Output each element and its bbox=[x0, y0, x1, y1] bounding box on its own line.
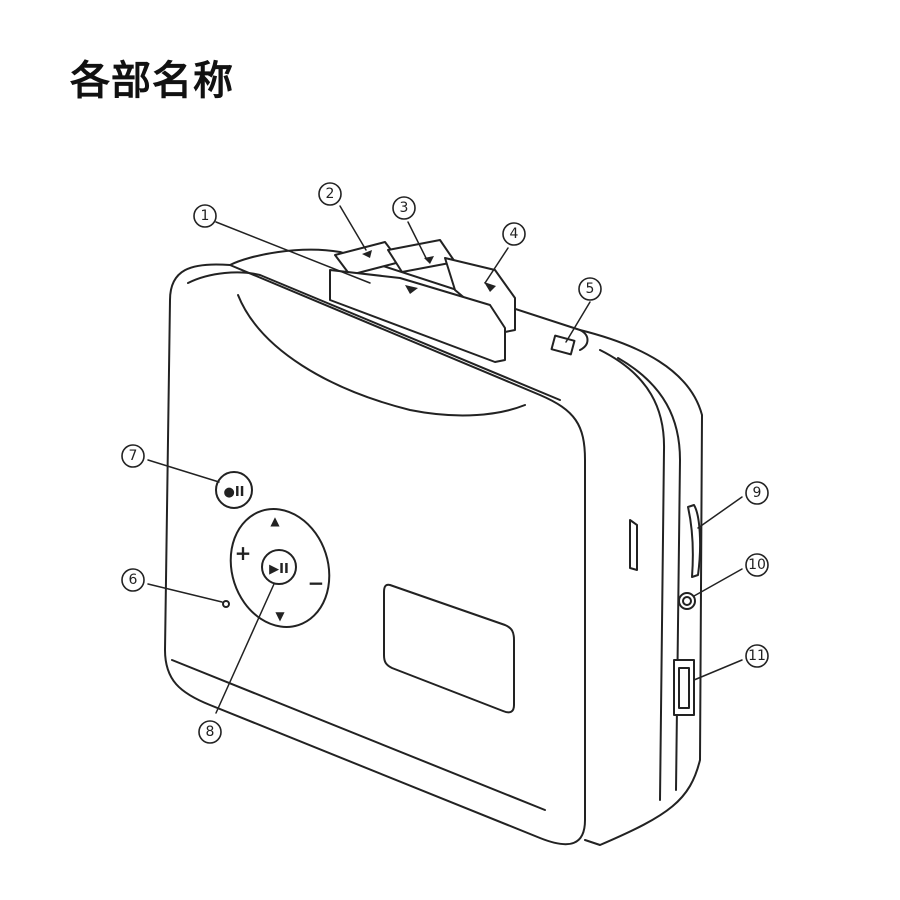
callout-circle-6 bbox=[121, 568, 145, 592]
dial-up-glyph: ▲ bbox=[270, 514, 280, 528]
body-side-groove-2 bbox=[617, 357, 681, 791]
leader-11 bbox=[693, 659, 743, 681]
side-slot-9 bbox=[687, 504, 702, 578]
body-side-panel bbox=[579, 329, 703, 846]
record-button bbox=[215, 471, 253, 509]
callout-label-5: 5 bbox=[586, 281, 595, 297]
record-button-glyph: ●II bbox=[223, 485, 244, 500]
play-pause-button bbox=[261, 549, 297, 585]
side-ridge bbox=[629, 519, 638, 571]
display-window bbox=[383, 583, 515, 714]
leader-5 bbox=[565, 301, 591, 343]
callout-circle-5 bbox=[578, 277, 602, 301]
side-port-11-inner bbox=[678, 667, 690, 709]
leader-7 bbox=[147, 459, 220, 483]
callout-label-9: 9 bbox=[753, 485, 762, 501]
body-top-inner-edge bbox=[187, 271, 561, 401]
page-title: 各部名称 bbox=[70, 58, 234, 104]
side-jack-10-inner bbox=[682, 596, 692, 606]
body-top-edge bbox=[229, 248, 589, 351]
callout-label-6: 6 bbox=[129, 572, 138, 588]
leader-9 bbox=[697, 496, 743, 529]
callout-label-8: 8 bbox=[206, 724, 215, 740]
top-button-1 bbox=[329, 269, 506, 363]
dial-plus-glyph: + bbox=[235, 541, 252, 565]
top-button-2-arrow bbox=[362, 250, 372, 258]
dial-minus-glyph: − bbox=[308, 571, 325, 595]
play-pause-glyph: ▶II bbox=[269, 562, 289, 577]
leader-4 bbox=[484, 247, 509, 284]
callout-label-3: 3 bbox=[400, 200, 409, 216]
leader-8 bbox=[215, 583, 275, 714]
callout-circle-8 bbox=[198, 720, 222, 744]
callout-label-1: 1 bbox=[201, 208, 210, 224]
leader-10 bbox=[693, 568, 743, 597]
callout-circle-3 bbox=[392, 196, 416, 220]
callout-circle-11 bbox=[745, 644, 769, 668]
callout-label-11: 11 bbox=[748, 648, 766, 664]
leader-3 bbox=[407, 221, 427, 259]
cassette-window bbox=[237, 294, 526, 417]
leader-6 bbox=[147, 583, 223, 603]
callout-circle-2 bbox=[318, 182, 342, 206]
callout-label-10: 10 bbox=[748, 557, 766, 573]
body-front bbox=[164, 263, 586, 846]
top-button-2 bbox=[334, 241, 401, 276]
callout-circle-9 bbox=[745, 481, 769, 505]
top-button-3-arrow bbox=[424, 256, 434, 264]
dial-down-glyph: ▼ bbox=[275, 609, 285, 623]
callout-circle-7 bbox=[121, 444, 145, 468]
microphone-hole bbox=[222, 600, 230, 608]
callout-circle-4 bbox=[502, 222, 526, 246]
leader-2 bbox=[339, 205, 367, 251]
switch-5 bbox=[550, 334, 576, 356]
callout-label-7: 7 bbox=[129, 448, 138, 464]
top-button-4 bbox=[444, 257, 516, 333]
side-jack-10 bbox=[678, 592, 696, 610]
callout-label-2: 2 bbox=[326, 186, 335, 202]
leader-1 bbox=[215, 221, 371, 284]
body-front-rim bbox=[171, 659, 546, 811]
top-button-3 bbox=[387, 239, 456, 273]
top-button-4-arrow bbox=[484, 282, 496, 292]
body-side-groove-1 bbox=[599, 349, 666, 801]
callout-circle-1 bbox=[193, 204, 217, 228]
top-button-1-arrow bbox=[405, 285, 418, 294]
callout-label-4: 4 bbox=[510, 226, 519, 242]
callouts bbox=[121, 182, 769, 744]
callout-circle-10 bbox=[745, 553, 769, 577]
